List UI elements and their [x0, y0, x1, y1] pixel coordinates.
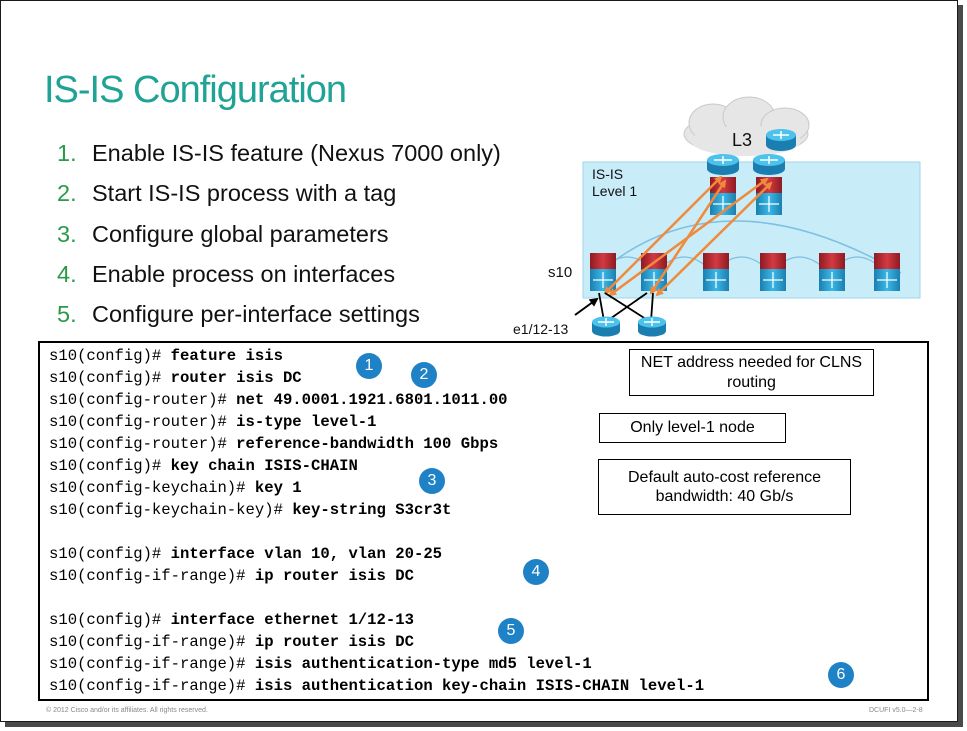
config-line: s10(config-router)# reference-bandwidth … — [49, 435, 499, 453]
cloud-label: L3 — [732, 130, 752, 150]
config-line: s10(config-if-range)# isis authenticatio… — [49, 655, 592, 673]
config-line: s10(config-router)# is-type level-1 — [49, 413, 377, 431]
step-item-4: 4. Enable process on interfaces — [57, 261, 395, 288]
step-badge-1: 1 — [356, 353, 382, 379]
core-router-left-icon — [707, 154, 739, 175]
core-router-right-icon — [753, 154, 785, 175]
callout-net-address: NET address needed for CLNS routing — [629, 349, 874, 396]
step-item-5: 5. Configure per-interface settings — [57, 301, 420, 328]
copyright-footer: © 2012 Cisco and/or its affiliates. All … — [46, 707, 208, 714]
step-badge-2: 2 — [411, 362, 437, 388]
step-text: Enable IS-IS feature (Nexus 7000 only) — [92, 140, 501, 166]
interface-label: e1/12-13 — [513, 321, 568, 337]
step-number: 5. — [57, 301, 77, 327]
step-badge-5: 5 — [498, 618, 524, 644]
step-text: Configure per-interface settings — [92, 301, 420, 327]
config-line: s10(config)# interface ethernet 1/12-13 — [49, 611, 414, 629]
switch-icon — [641, 253, 667, 291]
slide-title: IS-IS Configuration — [44, 69, 347, 111]
network-topology-diagram: IS-IS Level 1 L3 — [513, 96, 921, 474]
step-text: Start IS-IS process with a tag — [92, 180, 397, 206]
cli-config-box: s10(config)# feature isis s10(config)# r… — [38, 341, 929, 701]
config-line: s10(config-if-range)# ip router isis DC — [49, 633, 414, 651]
isis-adjacency-links — [603, 175, 773, 297]
config-line: s10(config-keychain-key)# key-string S3c… — [49, 501, 452, 519]
area-label-line1: IS-IS — [592, 166, 623, 182]
config-line: s10(config)# router isis DC — [49, 369, 302, 387]
switch-icon — [819, 253, 845, 291]
switch-icon — [874, 253, 900, 291]
step-item-1: 1. Enable IS-IS feature (Nexus 7000 only) — [57, 140, 501, 167]
step-number: 3. — [57, 221, 77, 247]
switch-label: s10 — [548, 264, 572, 281]
callout-reference-bandwidth: Default auto-cost reference bandwidth: 4… — [598, 459, 851, 515]
slide: IS-IS Configuration 1. Enable IS-IS featu… — [0, 0, 958, 722]
interface-pointer-arrow — [574, 297, 599, 316]
step-badge-4: 4 — [523, 559, 549, 585]
config-line: s10(config-if-range)# ip router isis DC — [49, 567, 414, 585]
course-code-footer: DCUFI v5.0—2-8 — [869, 707, 923, 714]
config-line: s10(config-keychain)# key 1 — [49, 479, 302, 497]
step-badge-6: 6 — [828, 662, 854, 688]
switch-icon — [760, 253, 786, 291]
config-line: s10(config)# feature isis — [49, 347, 283, 365]
l3-router-icon — [766, 129, 796, 151]
step-number: 1. — [57, 140, 77, 166]
step-number: 2. — [57, 180, 77, 206]
step-text: Configure global parameters — [92, 221, 389, 247]
uplink-cables — [598, 292, 654, 322]
switch-icon — [703, 253, 729, 291]
step-number: 4. — [57, 261, 77, 287]
area-label-line2: Level 1 — [592, 183, 637, 199]
callout-level-1-node: Only level-1 node — [599, 413, 786, 443]
config-line: s10(config)# key chain ISIS-CHAIN — [49, 457, 358, 475]
step-badge-3: 3 — [419, 468, 445, 494]
edge-router-right-icon — [638, 316, 666, 337]
step-item-3: 3. Configure global parameters — [57, 221, 389, 248]
step-item-2: 2. Start IS-IS process with a tag — [57, 180, 396, 207]
edge-router-left-icon — [592, 316, 620, 337]
config-line: s10(config-router)# net 49.0001.1921.680… — [49, 391, 508, 409]
step-text: Enable process on interfaces — [92, 261, 396, 287]
config-line: s10(config)# interface vlan 10, vlan 20-… — [49, 545, 443, 563]
config-line: s10(config-if-range)# isis authenticatio… — [49, 677, 705, 695]
